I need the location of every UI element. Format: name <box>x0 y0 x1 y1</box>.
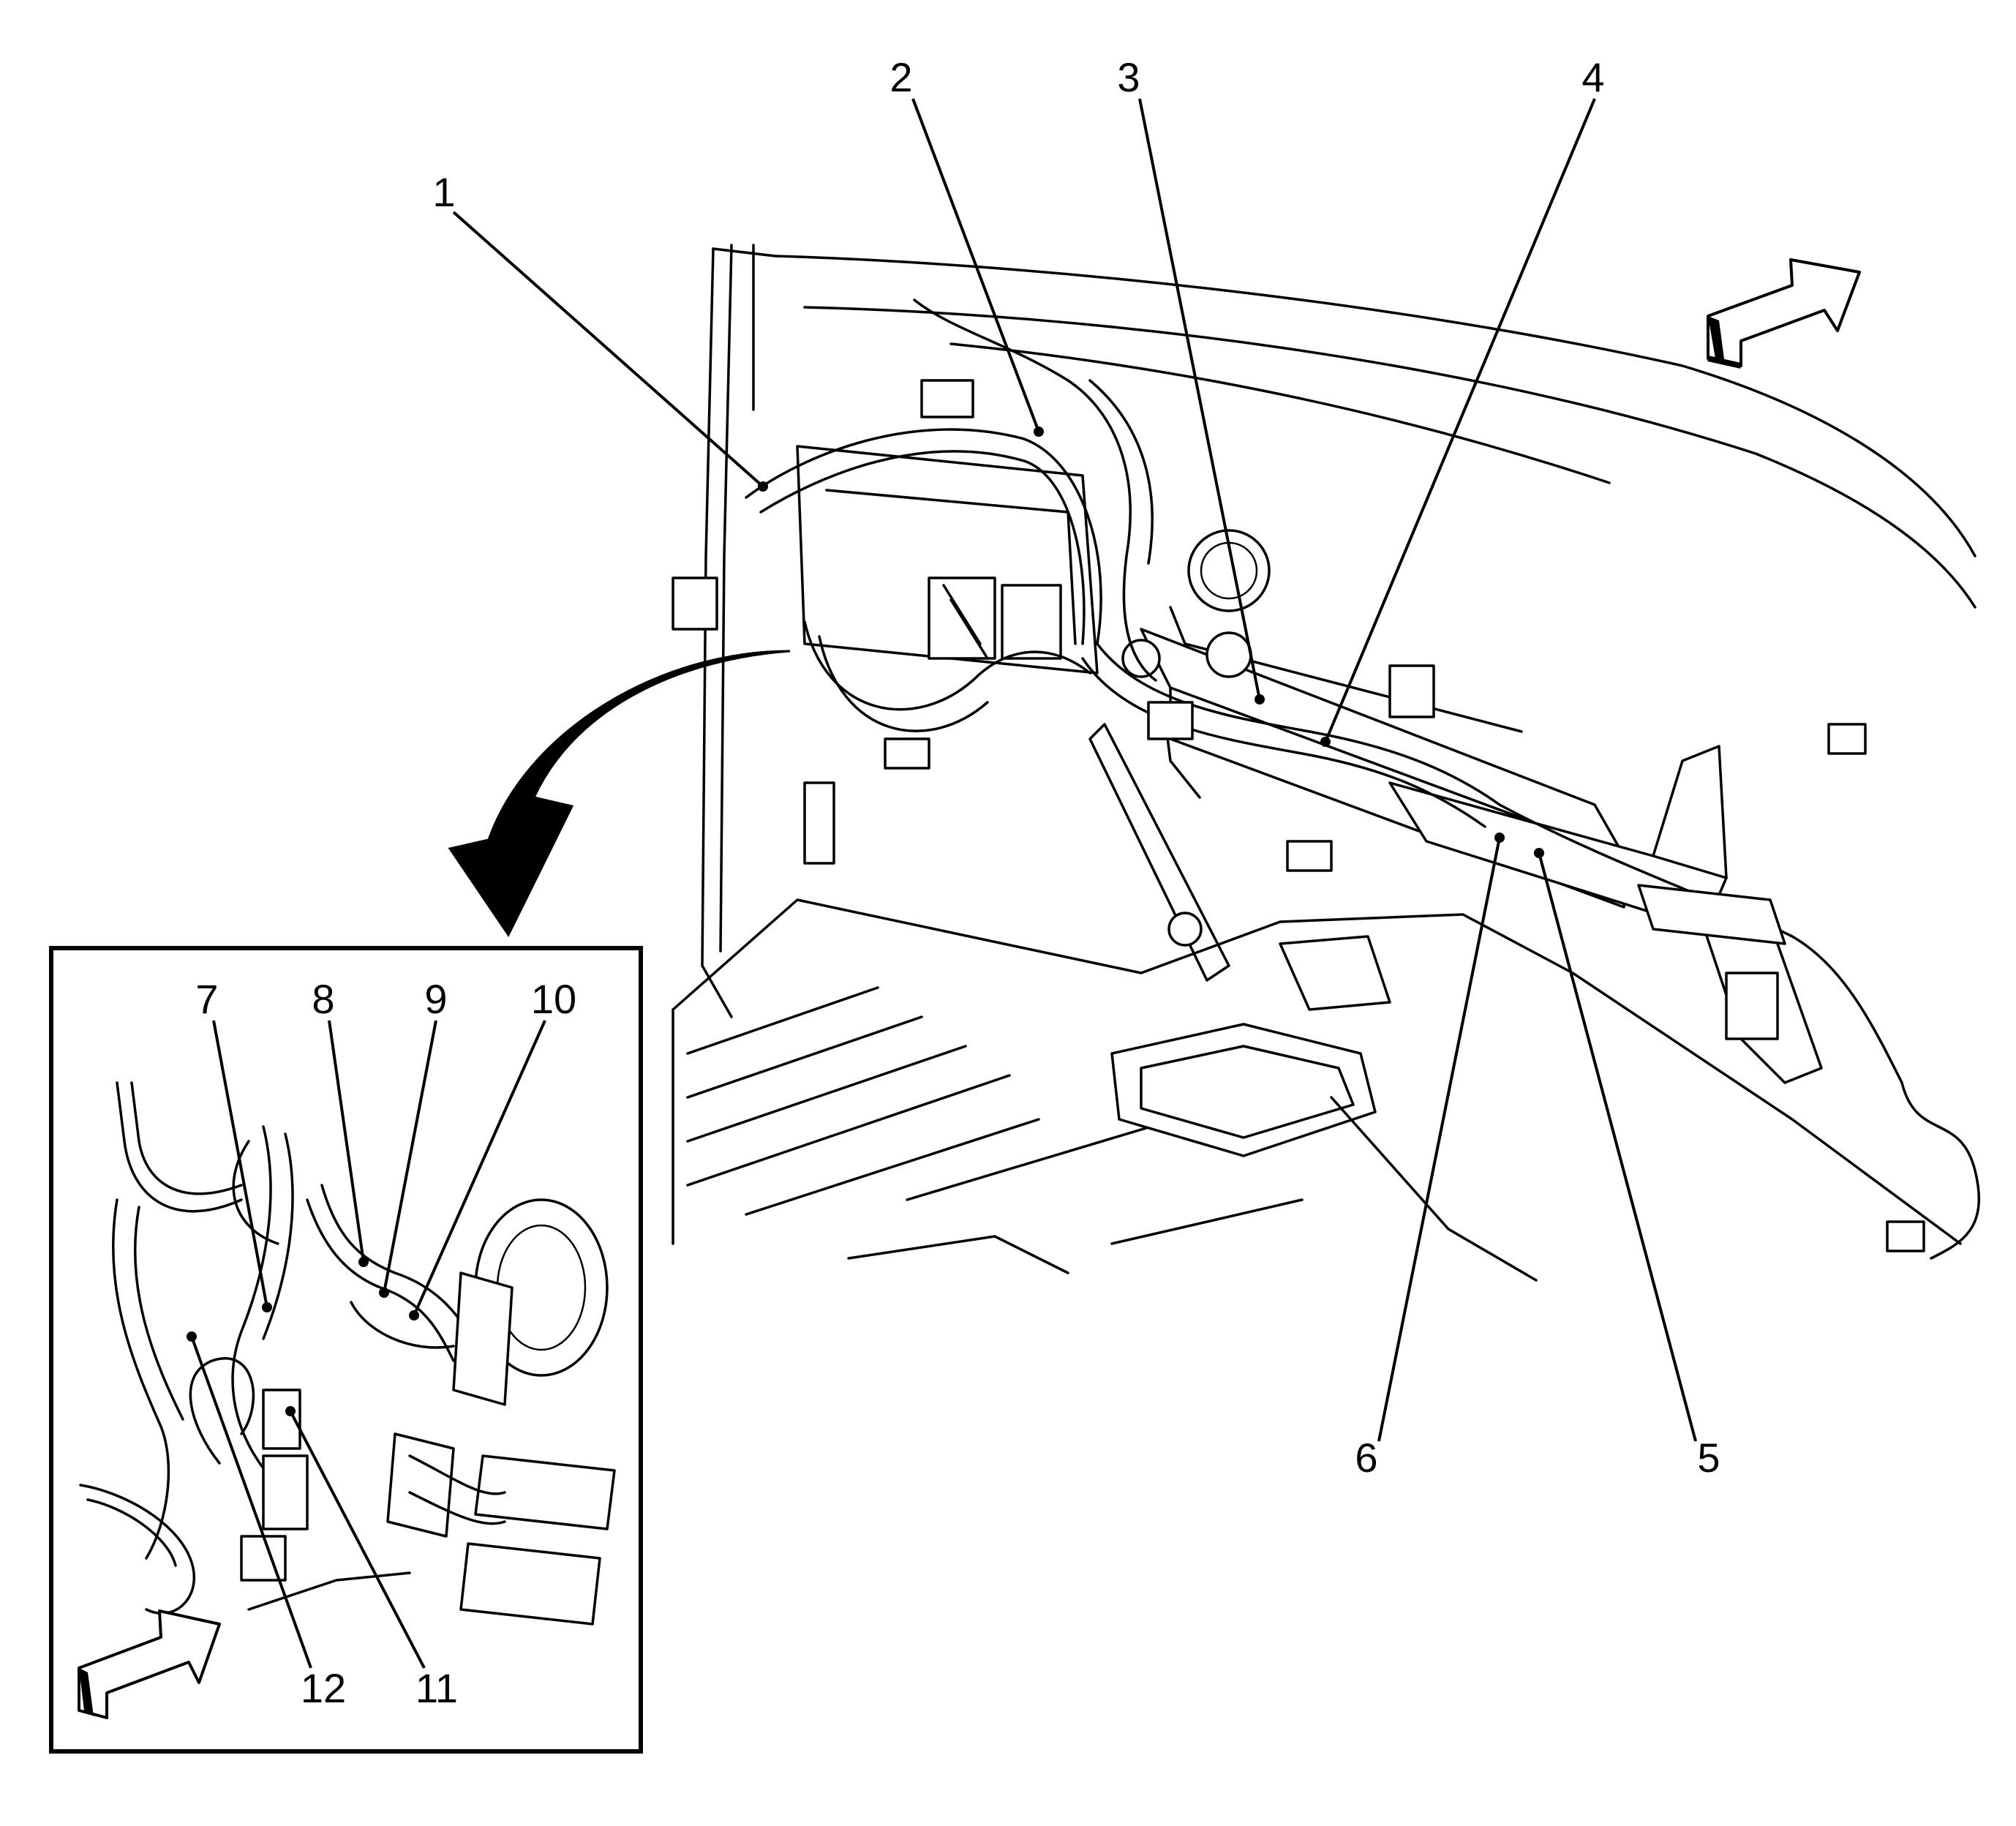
callout-point-8 <box>358 1257 369 1267</box>
callout-point-12 <box>187 1331 197 1342</box>
callout-point-11 <box>285 1406 296 1416</box>
forward-direction-arrow-icon <box>78 1609 221 1719</box>
callout-label-2: 2 <box>889 54 912 100</box>
callout-point-4 <box>1320 737 1331 747</box>
callout-label-8: 8 <box>312 976 334 1022</box>
callout-leader-2 <box>911 98 1040 432</box>
main-view-illustration <box>672 244 1980 1282</box>
callout-label-6: 6 <box>1355 1435 1377 1481</box>
callout-label-9: 9 <box>424 976 447 1022</box>
callout-label-3: 3 <box>1117 54 1140 100</box>
callout-label-11: 11 <box>415 1665 458 1711</box>
curved-detail-arrow-icon <box>448 650 791 937</box>
callout-point-9 <box>379 1288 389 1298</box>
callout-leader-7 <box>212 1020 268 1308</box>
callout-leader-8 <box>328 1020 365 1263</box>
callout-leader-4 <box>1324 98 1596 743</box>
callout-leader-5 <box>1538 852 1697 1442</box>
detail-inset <box>49 946 643 1754</box>
callout-leader-6 <box>1377 837 1501 1442</box>
callout-leader-1 <box>452 211 764 488</box>
callout-point-10 <box>409 1310 419 1320</box>
callout-leader-9 <box>383 1020 437 1293</box>
forward-direction-arrow-icon <box>1707 258 1861 369</box>
callout-label-5: 5 <box>1697 1435 1720 1481</box>
callout-leader-11 <box>289 1410 426 1669</box>
callout-leader-12 <box>190 1336 312 1669</box>
callout-point-7 <box>262 1302 272 1312</box>
callout-leader-10 <box>413 1020 546 1316</box>
callout-point-5 <box>1534 848 1544 858</box>
callout-point-2 <box>1034 427 1044 437</box>
callout-label-10: 10 <box>531 976 576 1022</box>
callout-label-12: 12 <box>301 1665 346 1711</box>
callout-point-6 <box>1494 833 1505 843</box>
callout-label-1: 1 <box>432 169 455 215</box>
callout-leader-3 <box>1138 98 1261 700</box>
callout-label-4: 4 <box>1581 54 1604 100</box>
callout-label-7: 7 <box>195 976 218 1022</box>
callout-point-3 <box>1255 694 1265 705</box>
callout-point-1 <box>758 481 768 492</box>
